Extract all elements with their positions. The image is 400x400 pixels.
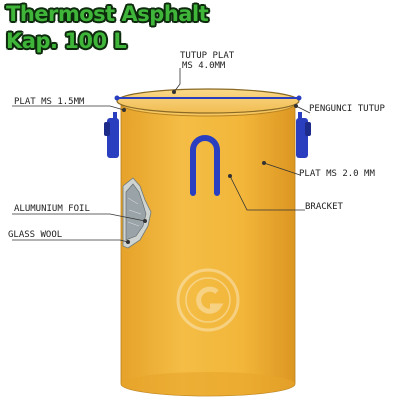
label-tutup-plat-1: TUTUP PLAT: [180, 51, 235, 61]
label-bracket: BRACKET: [305, 202, 344, 212]
label-tutup-plat-2: MS 4.0MM: [182, 61, 226, 71]
label-alumunium-foil: ALUMUNIUM FOIL: [14, 204, 90, 214]
bracket-handle: [190, 135, 220, 196]
lid-plate: [116, 88, 300, 114]
title-line-2: Kap. 100 L: [6, 29, 127, 53]
lid-pin-right: [296, 95, 302, 101]
lock-clamp-left: [104, 112, 119, 158]
label-plat-ms-20: PLAT MS 2.0 MM: [299, 169, 375, 179]
lock-clamp-right: [296, 112, 311, 158]
leader-lines: [12, 68, 311, 243]
label-pengunci-tutup: PENGUNCI TUTUP: [309, 104, 385, 114]
tank-body: [120, 103, 296, 397]
lid-pin-left: [114, 95, 120, 101]
glass-wool-texture: [127, 197, 142, 227]
label-plat-ms-15: PLAT MS 1.5MM: [14, 97, 85, 107]
tank-bottom-shadow: [121, 372, 295, 396]
alumunium-foil-cutaway: [125, 183, 147, 241]
leader-dots: [122, 90, 298, 244]
label-glass-wool: GLASS WOOL: [8, 230, 62, 240]
logo-stamp-icon: [176, 268, 240, 332]
title-line-1: Thermost Asphalt: [6, 2, 209, 26]
